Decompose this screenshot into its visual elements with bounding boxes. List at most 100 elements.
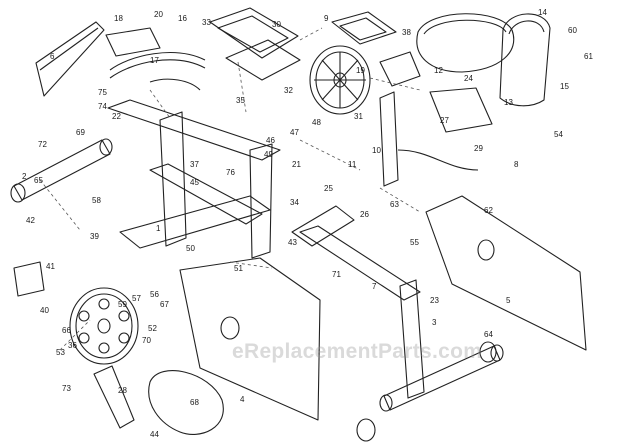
part-callout-49: 49 (264, 150, 273, 159)
seat-post (379, 91, 399, 187)
drive-belt (148, 370, 224, 435)
part-callout-3: 3 (432, 318, 437, 327)
main-frame (107, 99, 281, 259)
part-callout-51: 51 (234, 264, 243, 273)
left-arm-bar (35, 21, 105, 97)
part-callout-61: 61 (584, 52, 593, 61)
part-callout-42: 42 (26, 216, 35, 225)
left-shroud (179, 257, 321, 421)
part-callout-11: 11 (348, 160, 357, 169)
part-callout-68: 68 (190, 398, 199, 407)
display-unit (331, 11, 397, 45)
part-callout-10: 10 (372, 146, 381, 155)
part-callout-39: 39 (90, 232, 99, 241)
console-housing (209, 7, 301, 81)
part-callout-41: 41 (46, 262, 55, 271)
part-callout-26: 26 (360, 210, 369, 219)
magnet-bracket (291, 205, 355, 247)
part-callout-12: 12 (434, 66, 443, 75)
part-callout-65: 65 (34, 176, 43, 185)
part-callout-5: 5 (506, 296, 511, 305)
part-callout-71: 71 (332, 270, 341, 279)
part-callout-34: 34 (290, 198, 299, 207)
part-callout-69: 69 (76, 128, 85, 137)
left-pedal (13, 261, 45, 297)
part-callout-36: 36 (68, 341, 77, 350)
part-callout-30: 30 (272, 20, 281, 29)
part-callout-46: 46 (266, 136, 275, 145)
part-callout-63: 63 (390, 200, 399, 209)
part-callout-9: 9 (324, 14, 329, 23)
part-callout-57: 57 (132, 294, 141, 303)
part-callout-31: 31 (354, 112, 363, 121)
part-callout-76: 76 (226, 168, 235, 177)
part-callout-7: 7 (372, 282, 377, 291)
handlebar-bracket-plate (105, 27, 161, 57)
part-callout-66: 66 (62, 326, 71, 335)
part-callout-35: 35 (236, 96, 245, 105)
right-shroud (425, 195, 587, 351)
part-callout-32: 32 (284, 86, 293, 95)
part-callout-2: 2 (22, 172, 27, 181)
part-callout-45: 45 (190, 178, 199, 187)
part-callout-33: 33 (202, 18, 211, 27)
part-callout-20: 20 (154, 10, 163, 19)
part-callout-73: 73 (62, 384, 71, 393)
part-callout-38: 38 (402, 28, 411, 37)
part-callout-48: 48 (312, 118, 321, 127)
part-callout-60: 60 (568, 26, 577, 35)
part-callout-50: 50 (186, 244, 195, 253)
part-callout-64: 64 (484, 330, 493, 339)
part-callout-67: 67 (160, 300, 169, 309)
part-callout-70: 70 (142, 336, 151, 345)
part-callout-14: 14 (538, 8, 547, 17)
part-callout-37: 37 (190, 160, 199, 169)
part-callout-8: 8 (514, 160, 519, 169)
rear-frame (299, 225, 504, 412)
part-callout-43: 43 (288, 238, 297, 247)
part-callout-54: 54 (554, 130, 563, 139)
part-callout-24: 24 (464, 74, 473, 83)
part-callout-22: 22 (112, 112, 121, 121)
seat-cushion (416, 13, 515, 73)
part-callout-21: 21 (292, 160, 301, 169)
end-cap (479, 341, 497, 363)
part-callout-19: 19 (356, 66, 365, 75)
seat-handle (397, 149, 479, 171)
handlebar (109, 52, 206, 91)
part-callout-4: 4 (240, 395, 245, 404)
part-callout-47: 47 (290, 128, 299, 137)
part-callout-59: 59 (118, 300, 127, 309)
part-callout-25: 25 (324, 184, 333, 193)
part-callout-28: 28 (118, 386, 127, 395)
part-callout-55: 55 (410, 238, 419, 247)
part-callout-72: 72 (38, 140, 47, 149)
pulley (69, 287, 139, 365)
backrest (499, 13, 551, 107)
part-callout-44: 44 (150, 430, 159, 439)
part-callout-29: 29 (474, 144, 483, 153)
part-callout-17: 17 (150, 56, 159, 65)
part-callout-23: 23 (430, 296, 439, 305)
crank-arm (93, 365, 135, 429)
part-callout-74: 74 (98, 102, 107, 111)
part-callout-52: 52 (148, 324, 157, 333)
part-callout-6: 6 (50, 52, 55, 61)
part-callout-1: 1 (156, 224, 161, 233)
part-callout-58: 58 (92, 196, 101, 205)
part-callout-62: 62 (484, 206, 493, 215)
flywheel (309, 45, 371, 115)
seat-bracket (429, 87, 493, 133)
part-callout-16: 16 (178, 14, 187, 23)
part-callout-15: 15 (560, 82, 569, 91)
part-callout-13: 13 (504, 98, 513, 107)
part-callout-18: 18 (114, 14, 123, 23)
end-cap (356, 418, 376, 442)
pedal (379, 51, 421, 87)
part-callout-27: 27 (440, 116, 449, 125)
part-callout-40: 40 (40, 306, 49, 315)
part-callout-53: 53 (56, 348, 65, 357)
part-callout-56: 56 (150, 290, 159, 299)
